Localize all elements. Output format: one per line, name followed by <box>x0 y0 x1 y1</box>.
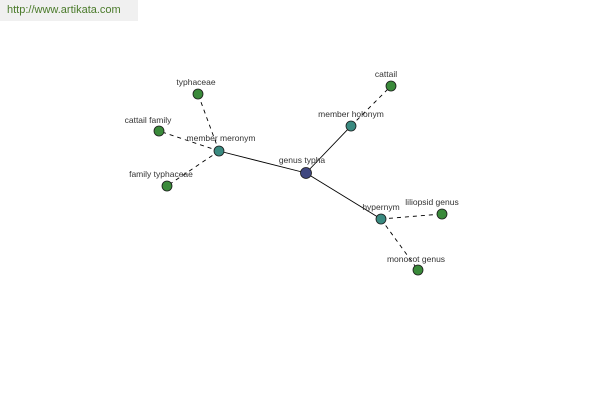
node-label-typhaceae[interactable]: typhaceae <box>176 77 215 87</box>
node-cattail[interactable] <box>385 80 397 92</box>
edge-genus-typha-to-member-holonym <box>305 125 352 174</box>
node-label-member-holonym[interactable]: member holonym <box>318 109 384 119</box>
node-liliopsid-genus[interactable] <box>436 208 448 220</box>
site-link[interactable]: http://www.artikata.com <box>7 4 121 16</box>
node-label-monocot-genus[interactable]: monocot genus <box>387 254 445 264</box>
node-label-cattail[interactable]: cattail <box>375 69 397 79</box>
node-label-member-meronym[interactable]: member meronym <box>187 133 256 143</box>
node-member-meronym[interactable] <box>213 145 225 157</box>
edge-member-meronym-to-cattail-family <box>158 130 220 152</box>
edge-hypernym-to-liliopsid-genus <box>380 213 443 220</box>
node-label-liliopsid-genus[interactable]: liliopsid genus <box>405 197 458 207</box>
edge-member-holonym-to-cattail <box>350 85 392 127</box>
node-typhaceae[interactable] <box>192 88 204 100</box>
node-genus-typha[interactable] <box>300 167 312 179</box>
labels-layer: genus typha member meronym member holonym h… <box>125 69 459 264</box>
edge-genus-typha-to-member-meronym <box>218 150 307 174</box>
node-hypernym[interactable] <box>375 213 387 225</box>
node-family-typhaceae[interactable] <box>161 180 173 192</box>
edge-hypernym-to-monocot-genus <box>380 218 419 271</box>
node-label-genus-typha[interactable]: genus typha <box>279 155 326 165</box>
edge-genus-typha-to-hypernym <box>305 172 382 220</box>
node-cattail-family[interactable] <box>153 125 165 137</box>
node-member-holonym[interactable] <box>345 120 357 132</box>
edges-layer <box>158 85 443 271</box>
node-monocot-genus[interactable] <box>412 264 424 276</box>
header-bar: http://www.artikata.com <box>0 0 138 21</box>
edge-member-meronym-to-typhaceae <box>197 93 220 152</box>
node-label-family-typhaceae[interactable]: family typhaceae <box>129 169 193 179</box>
node-label-cattail-family[interactable]: cattail family <box>125 115 173 125</box>
nodes-layer <box>153 80 448 276</box>
edge-member-meronym-to-family-typhaceae <box>166 150 220 187</box>
node-label-hypernym[interactable]: hypernym <box>362 202 399 212</box>
